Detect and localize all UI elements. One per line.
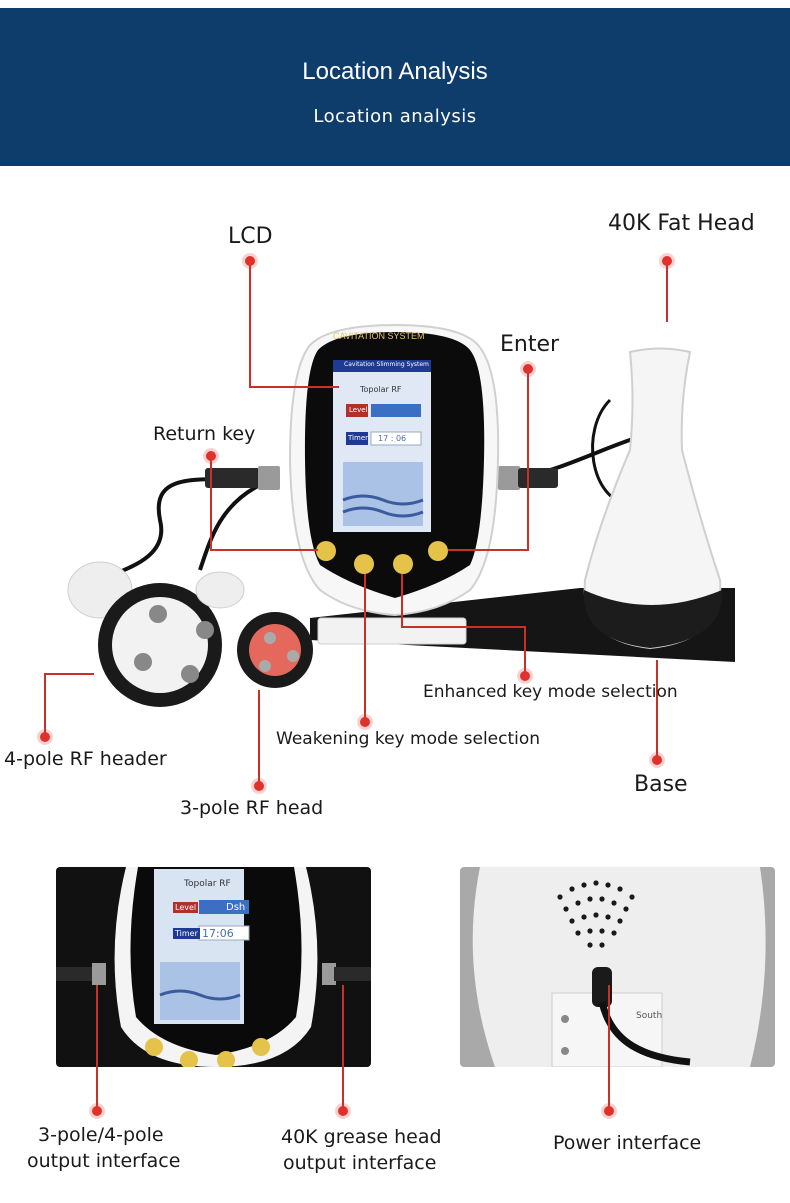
four-pole-marker xyxy=(40,732,50,742)
label-enter: Enter xyxy=(500,332,560,357)
enter-marker xyxy=(523,364,533,374)
bl-right-marker xyxy=(338,1106,348,1116)
label-lcd: LCD xyxy=(228,224,273,249)
enhanced-button xyxy=(393,554,413,574)
bl-screen-mode: Topolar RF xyxy=(184,879,231,889)
screen-title: Cavitation Slimming System xyxy=(344,361,429,368)
br-label: Power interface xyxy=(553,1132,702,1154)
main-device-illustration xyxy=(67,323,735,707)
photo-output-interfaces: Topolar RF Level Dsh Timer 17:06 xyxy=(56,867,371,1067)
br-plate-text: South xyxy=(636,1011,663,1021)
weakening-button xyxy=(354,554,374,574)
bl-left-marker xyxy=(92,1106,102,1116)
bl-timer-label: Timer xyxy=(173,928,200,939)
bl-timer-value: 17:06 xyxy=(202,927,234,940)
page-subtitle: Location analysis xyxy=(313,106,477,127)
return-button xyxy=(316,541,336,561)
screen-level-label: Level xyxy=(349,406,368,414)
label-base: Base xyxy=(634,772,688,797)
label-four-pole: 4-pole RF header xyxy=(4,748,167,770)
bl-left-label-2: output interface xyxy=(27,1150,181,1172)
base-marker xyxy=(652,755,662,765)
br-marker xyxy=(604,1106,614,1116)
photo-power-interface: South xyxy=(460,867,775,1067)
return-key-marker xyxy=(206,451,216,461)
label-weakening: Weakening key mode selection xyxy=(276,729,541,749)
screen-timer-value: 17 : 06 xyxy=(378,434,407,443)
bl-right-label-1: 40K grease head xyxy=(281,1126,442,1148)
enhanced-marker xyxy=(520,671,530,681)
lcd-marker xyxy=(245,256,255,266)
bl-level-suffix: Dsh xyxy=(226,902,246,913)
page-title: Location Analysis xyxy=(302,58,488,85)
screen-timer-label: Timer xyxy=(348,434,369,442)
label-fat-head: 40K Fat Head xyxy=(608,211,755,236)
brand-label: CAVITATION SYSTEM xyxy=(333,331,425,341)
weakening-marker xyxy=(360,717,370,727)
screen-mode: Topolar RF xyxy=(360,385,402,394)
bl-level-label: Level xyxy=(173,902,199,913)
fat-head-marker xyxy=(662,256,672,266)
label-return-key: Return key xyxy=(153,423,256,445)
header-banner: Location Analysis Location analysis xyxy=(0,8,790,166)
three-pole-marker xyxy=(254,781,264,791)
label-enhanced: Enhanced key mode selection xyxy=(423,682,678,702)
bl-right-label-2: output interface xyxy=(283,1152,437,1174)
unit-stand xyxy=(317,617,467,645)
enter-button xyxy=(428,541,448,561)
label-three-pole: 3-pole RF head xyxy=(180,797,324,819)
bl-left-label-1: 3-pole/4-pole xyxy=(38,1124,164,1146)
